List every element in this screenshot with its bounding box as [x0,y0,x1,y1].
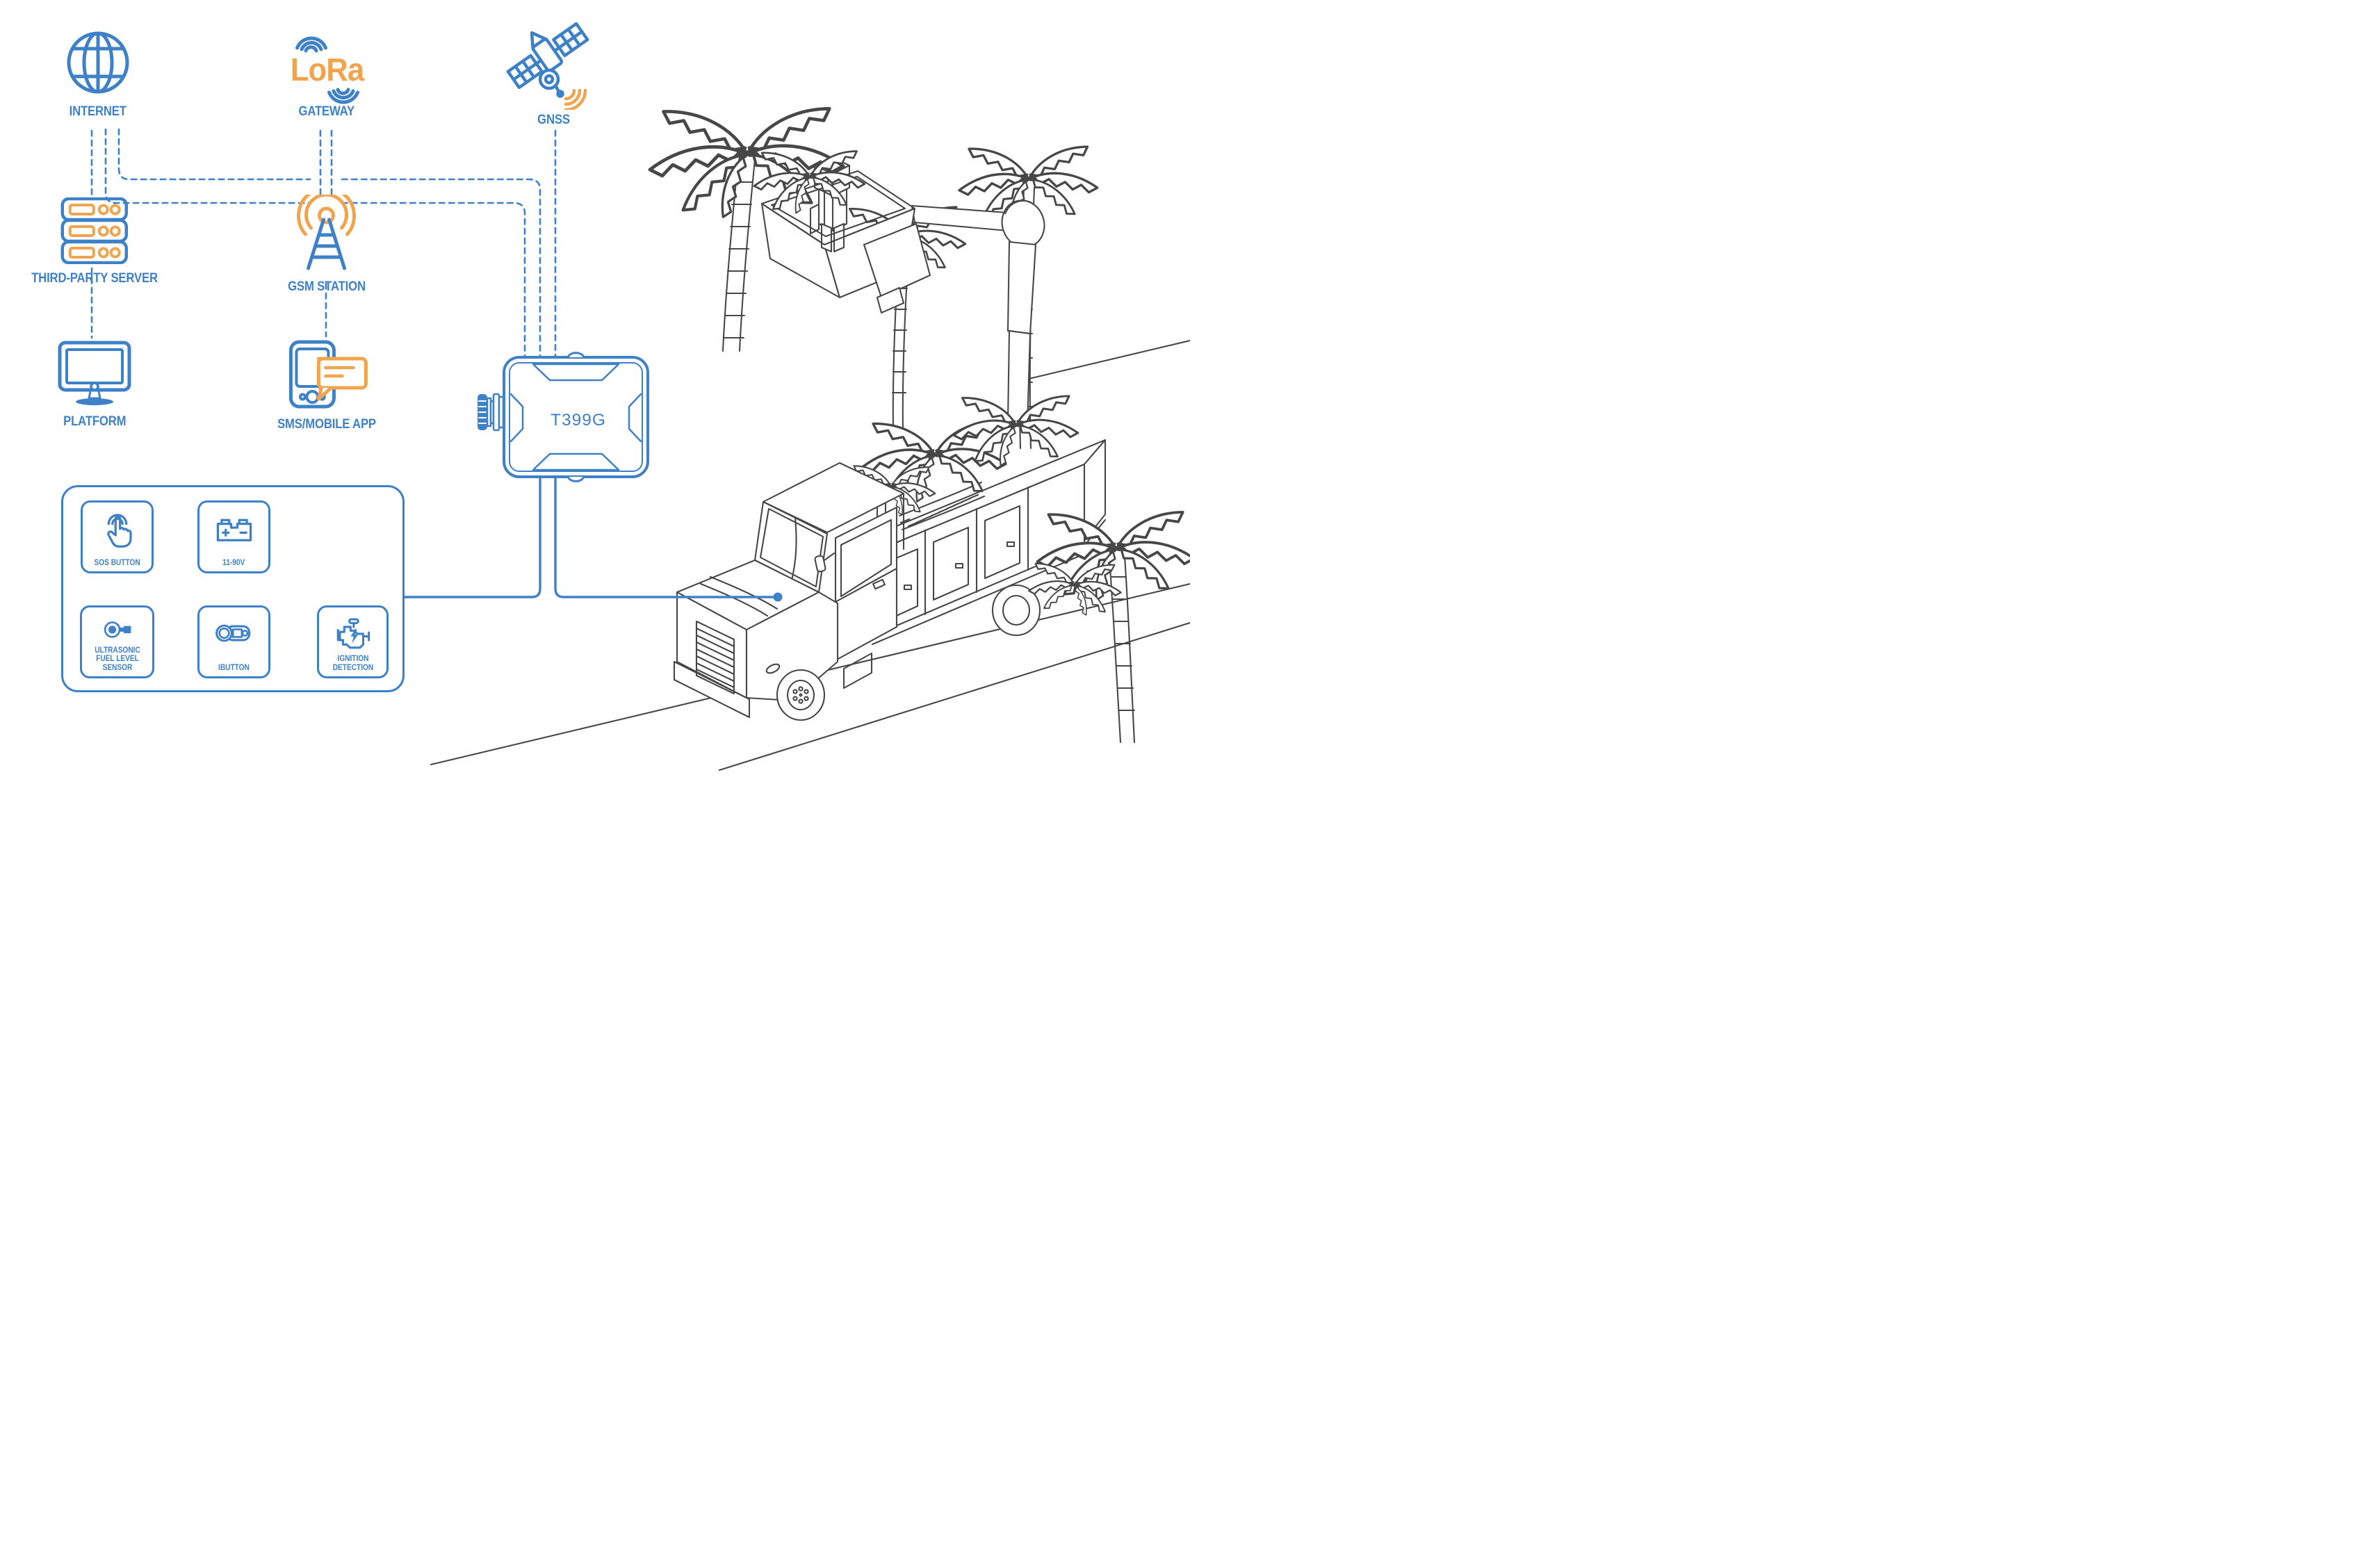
fuel-level-sensor-icon [104,621,131,638]
lora-signal-arcs-bottom [327,88,359,104]
ibutton-key-icon [215,624,250,642]
palm-load [847,395,1078,531]
internet-label: INTERNET [69,104,127,119]
gsm-station-label: GSM STATION [288,279,366,294]
crane-boom [911,199,1045,427]
sensor-panel: SOS BUTTON 11-90V ULTRASO [61,485,405,692]
tracker-device-icon [478,352,649,482]
phone-chat-icon [288,340,368,409]
tile-label: 11-90V [222,558,245,567]
node-internet: INTERNET [63,28,133,120]
tile-label: IBUTTON [218,663,250,672]
tile-label: ULTRASONIC FUEL LEVEL SENSOR [94,646,140,672]
platform-label: PLATFORM [63,414,127,429]
third-party-server-label: THIRD-PARTY SERVER [31,271,158,286]
node-gsm-station: GSM STATION [283,195,371,295]
tile-ignition-detection: IGNITION DETECTION [317,605,389,678]
node-gateway: LoRa GATEWAY [275,36,379,120]
gnss-label: GNSS [537,113,571,127]
lora-logo-text: LoRa [290,51,364,88]
palm-tree [649,107,865,352]
gateway-label: GATEWAY [298,104,355,119]
node-tracker-device: T399G [476,351,654,484]
tile-fuel-sensor: ULTRASONIC FUEL LEVEL SENSOR [80,605,154,678]
tile-label: SOS BUTTON [94,558,140,567]
tile-sos-button: SOS BUTTON [81,500,154,573]
satellite-icon [506,22,589,110]
link-trunk1-right [341,178,541,357]
monitor-icon [58,341,131,405]
utility-truck [673,395,1107,721]
touch-finger-icon [106,514,132,548]
node-gnss: GNSS [502,21,606,128]
tile-label: IGNITION DETECTION [332,655,373,672]
link-tracker-sensors [403,476,541,598]
truck-connection-dot [773,592,783,602]
sms-mobile-app-label: SMS/MOBILE APP [277,417,376,432]
server-icon [60,197,129,264]
link-tracker-truck [554,476,776,598]
bucket-lift-with-worker [760,156,931,314]
battery-icon [216,519,252,541]
tracker-architecture-diagram: INTERNET LoRa GATEWAY [0,0,1190,772]
node-platform: PLATFORM [58,341,131,430]
node-third-party-server: THIRD-PARTY SERVER [23,197,167,286]
link-trunk1-left [117,128,311,181]
lora-logo: LoRa [275,36,379,104]
palm-tree [959,146,1098,450]
tile-voltage: 11-90V [197,500,270,573]
radio-tower-icon [297,195,357,270]
tracker-label: T399G [551,411,606,430]
worker [809,156,851,253]
palm-tree [840,206,965,432]
globe-icon [67,31,129,94]
link-trunk2-left [104,128,311,204]
node-sms-mobile-app: SMS/MOBILE APP [270,339,382,432]
lora-signal-arcs-top [295,36,327,53]
palm-tree [1029,511,1190,744]
tile-ibutton: IBUTTON [197,605,270,678]
engine-ignition-icon [336,618,370,649]
